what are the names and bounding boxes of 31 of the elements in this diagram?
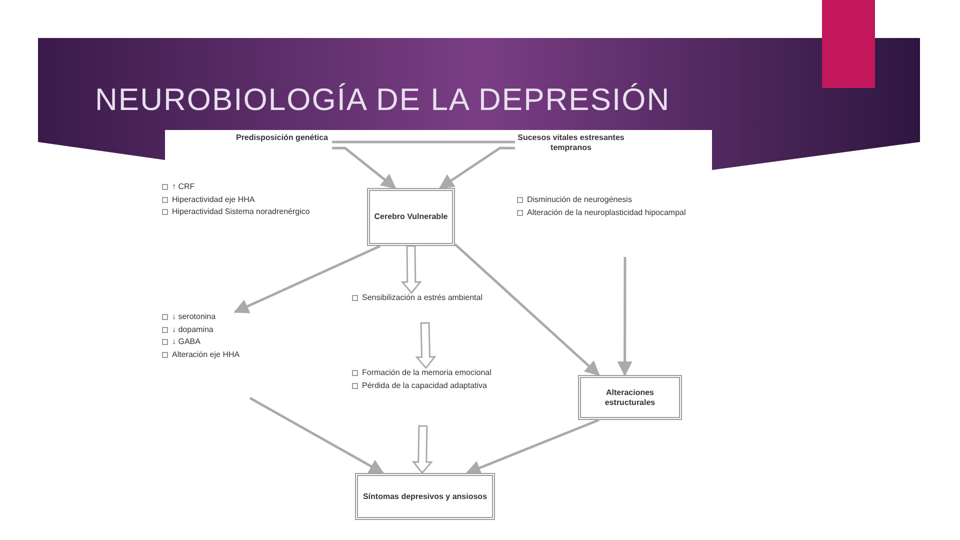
list-item: Hiperactividad Sistema noradrenérgico — [160, 207, 310, 217]
arrow — [466, 418, 600, 475]
list-item: Disminución de neurogénesis — [515, 195, 715, 205]
block-arrow — [412, 425, 433, 474]
arrow — [438, 146, 515, 190]
list-item: ↑ CRF — [160, 182, 310, 192]
slide-title: NEUROBIOLOGÍA DE LA DEPRESIÓN — [95, 82, 670, 118]
arrow — [332, 146, 396, 189]
list-item: ↓ serotonina — [160, 312, 310, 322]
process-box — [355, 473, 495, 520]
list-item: Formación de la memoria emocional — [350, 368, 502, 378]
box-text: Síntomas depresivos y ansiosos — [362, 492, 488, 502]
arrow — [454, 243, 600, 376]
block-arrow — [400, 245, 422, 294]
box-text: Alteraciones estructurales — [604, 388, 656, 408]
list-item: Sensibilización a estrés ambiental — [350, 293, 500, 303]
arrow — [249, 396, 384, 474]
arrow — [617, 257, 632, 376]
arrow — [234, 244, 381, 314]
list-item: ↓ dopamina — [160, 324, 310, 334]
node-text: Sucesos vitales estresantes tempranos — [516, 133, 626, 152]
list-item: ↓ GABA — [160, 337, 310, 347]
process-box — [578, 375, 682, 420]
list-item: Alteración de la neuroplasticidad hipocampal — [515, 208, 715, 218]
node-text: Predisposición genética — [234, 133, 330, 143]
box-text: Cerebro Vulnerable — [374, 212, 448, 222]
process-box — [367, 188, 455, 246]
list-item: Alteración eje HHA — [160, 350, 310, 360]
block-arrow — [415, 322, 436, 370]
list-item: Pérdida de la capacidad adaptativa — [350, 380, 502, 390]
list-item: Hiperactividad eje HHA — [160, 194, 310, 204]
